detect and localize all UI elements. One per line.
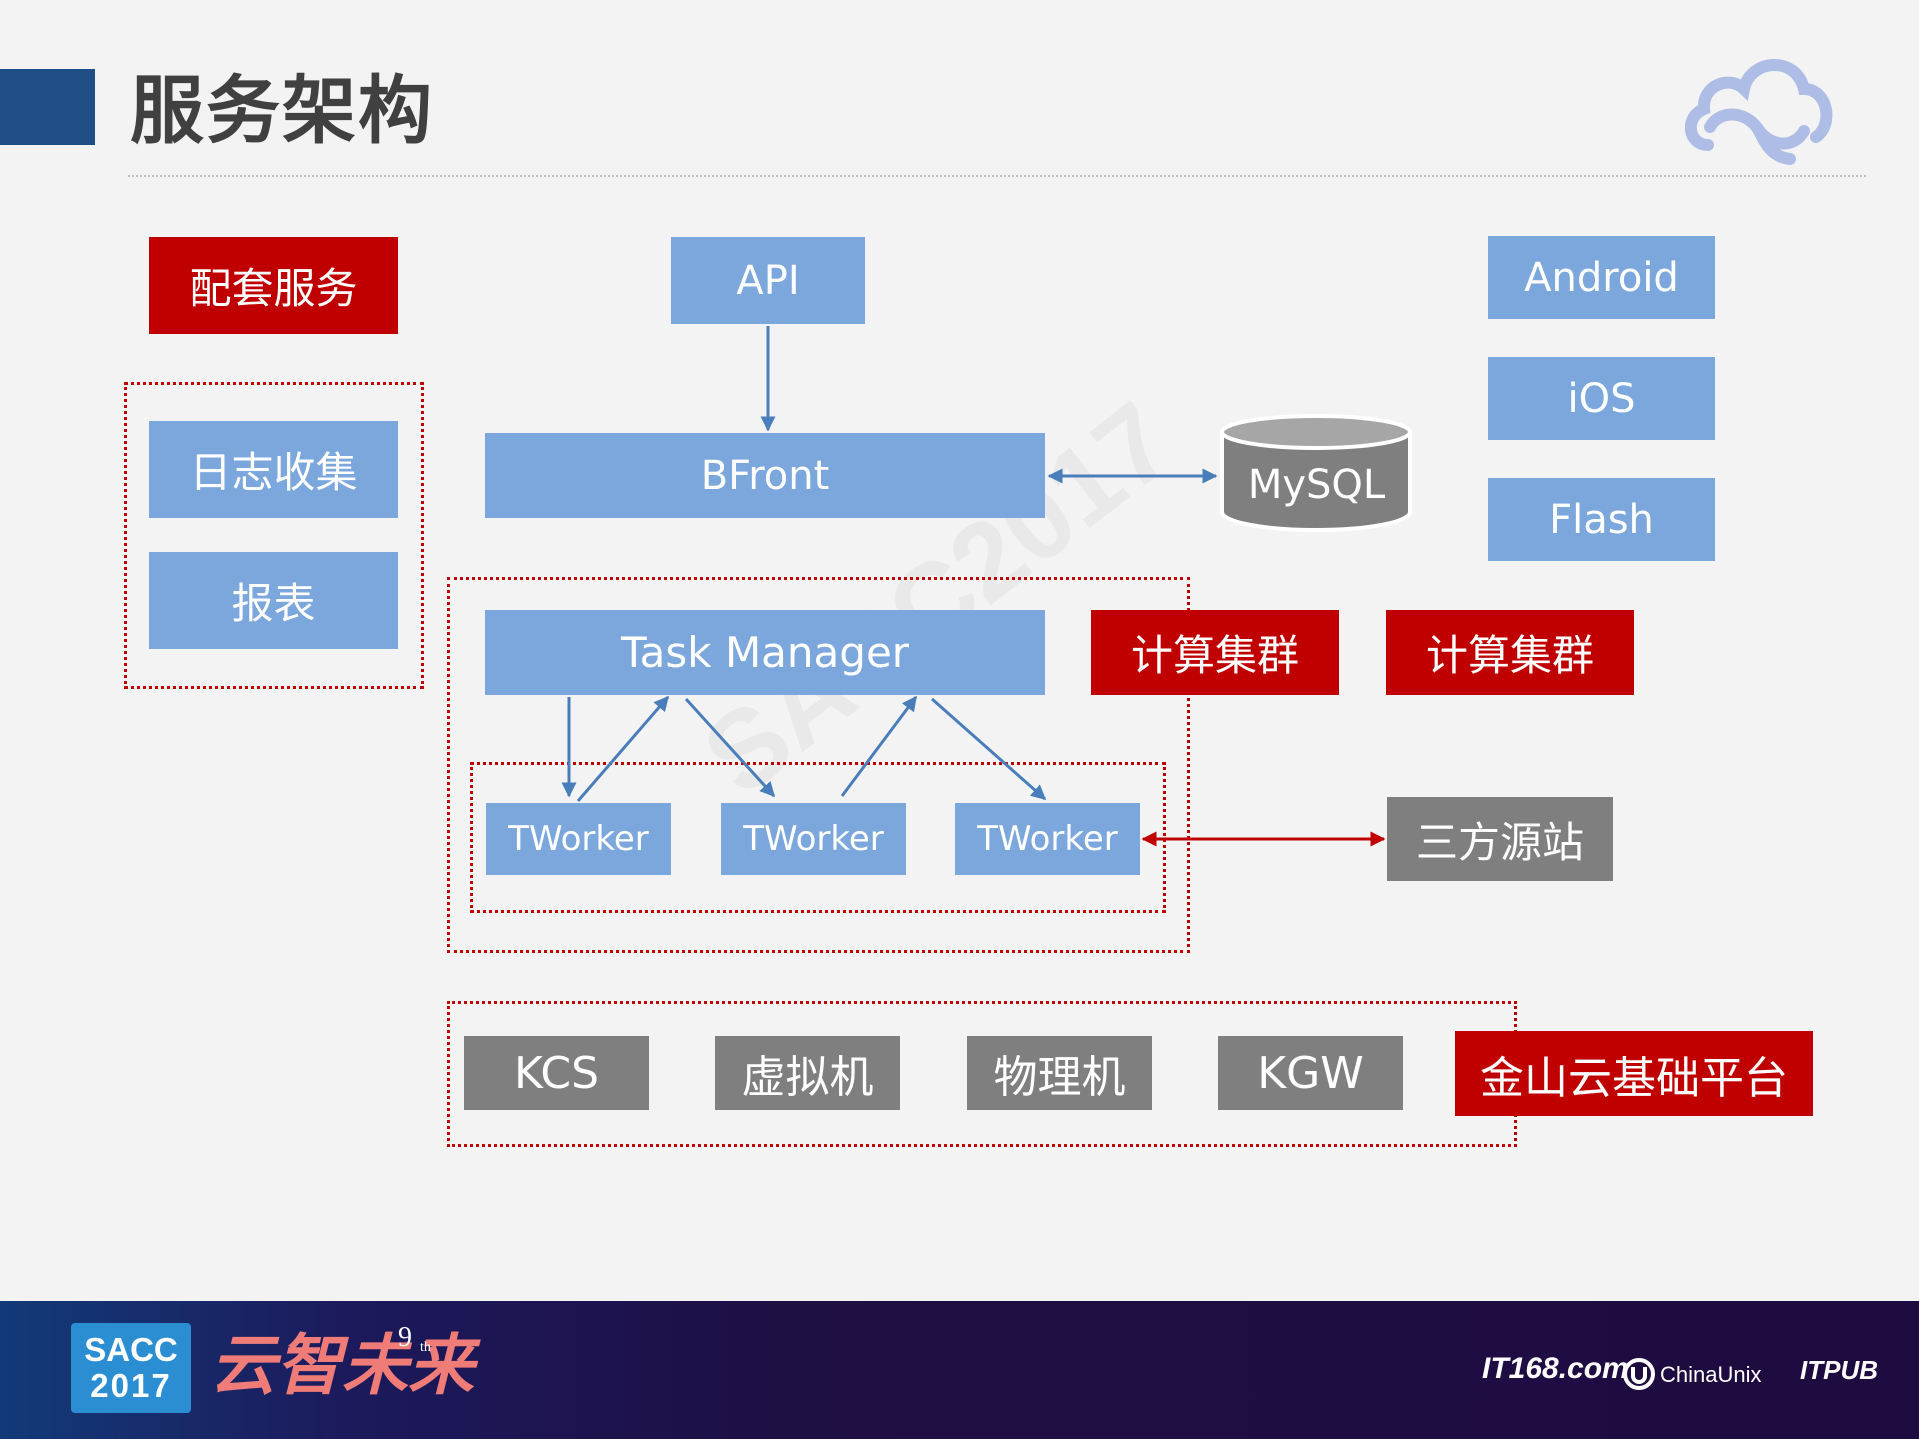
log-collection-box: 日志收集 xyxy=(149,421,398,518)
compute-cluster-label-2: 计算集群 xyxy=(1386,610,1634,695)
sponsor-itpub: ITPUB xyxy=(1800,1355,1878,1385)
compute-cluster-label: 计算集群 xyxy=(1091,610,1339,695)
ios-box: iOS xyxy=(1488,357,1715,440)
edition-number: 9 xyxy=(398,1322,412,1353)
chinaunix-logo-icon xyxy=(1623,1358,1655,1390)
sacc-logo-line1: SACC xyxy=(84,1331,178,1368)
sponsor-chinaunix: ChinaUnix xyxy=(1660,1362,1762,1387)
kingsoft-cloud-platform-label: 金山云基础平台 xyxy=(1455,1031,1813,1116)
title-accent-bar xyxy=(0,69,95,145)
task-manager-box: Task Manager xyxy=(485,610,1045,695)
sponsor-it168: IT168.com xyxy=(1482,1352,1629,1385)
tworker-box-1: TWorker xyxy=(486,803,671,875)
report-box: 报表 xyxy=(149,552,398,649)
edition-suffix: th xyxy=(420,1340,431,1355)
title-divider xyxy=(128,175,1866,177)
kgw-box: KGW xyxy=(1218,1036,1403,1110)
mysql-label: MySQL xyxy=(1247,462,1386,508)
support-services-header: 配套服务 xyxy=(149,237,398,334)
vm-box: 虚拟机 xyxy=(715,1036,900,1110)
sacc-logo-line2: 2017 xyxy=(90,1367,172,1404)
physical-machine-box: 物理机 xyxy=(967,1036,1152,1110)
bfront-box: BFront xyxy=(485,433,1045,518)
tworker-box-2: TWorker xyxy=(721,803,906,875)
flash-box: Flash xyxy=(1488,478,1715,561)
android-box: Android xyxy=(1488,236,1715,319)
page-title: 服务架构 xyxy=(130,68,434,154)
footer-banner xyxy=(0,1301,1919,1439)
sacc-logo: SACC 2017 xyxy=(71,1323,191,1413)
third-party-source-box: 三方源站 xyxy=(1387,797,1613,881)
tworker-box-3: TWorker xyxy=(955,803,1140,875)
support-services-group xyxy=(124,382,424,689)
mysql-database-icon xyxy=(1220,414,1412,532)
api-box: API xyxy=(671,237,865,324)
kcs-box: KCS xyxy=(464,1036,649,1110)
cloud-logo-icon xyxy=(1684,59,1833,165)
compute-cluster-group xyxy=(447,577,1190,953)
conference-slogan: 云智未来 xyxy=(210,1326,474,1404)
